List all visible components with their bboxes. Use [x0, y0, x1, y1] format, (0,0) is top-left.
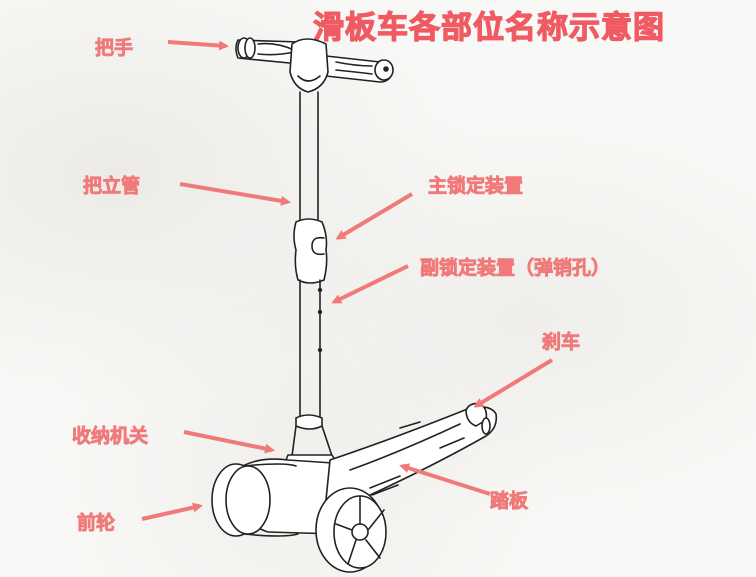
arrow-brake — [473, 358, 554, 408]
arrow-front-wheel — [141, 502, 203, 521]
label-front-wheel: 前轮 — [77, 512, 116, 535]
arrow-fold-switch — [183, 430, 275, 454]
label-secondary-lock: 副锁定装置（弹销孔） — [420, 257, 611, 280]
label-handlebar-pole: 把立管 — [83, 175, 141, 198]
label-main-lock: 主锁定装置 — [428, 175, 524, 198]
arrow-pole — [179, 182, 291, 206]
label-handle: 把手 — [95, 37, 134, 60]
label-brake: 刹车 — [542, 331, 581, 354]
arrow-secondary-lock — [331, 264, 409, 304]
label-fold-switch: 收纳机关 — [72, 425, 149, 448]
fold-mechanism — [283, 414, 339, 466]
arrow-deck — [399, 463, 491, 496]
arrow-main-lock — [335, 192, 414, 240]
callout-arrows — [141, 40, 554, 521]
front-wheel-right — [315, 487, 387, 573]
main-lock — [293, 218, 328, 284]
front-wheel-left — [211, 463, 299, 537]
arrow-handle — [167, 40, 229, 51]
handlebar-pole — [299, 91, 319, 227]
label-deck: 踏板 — [490, 490, 529, 513]
lower-pole — [299, 279, 323, 419]
diagram-title: 滑板车各部位名称示意图 — [312, 9, 665, 46]
handlebar — [235, 37, 394, 93]
